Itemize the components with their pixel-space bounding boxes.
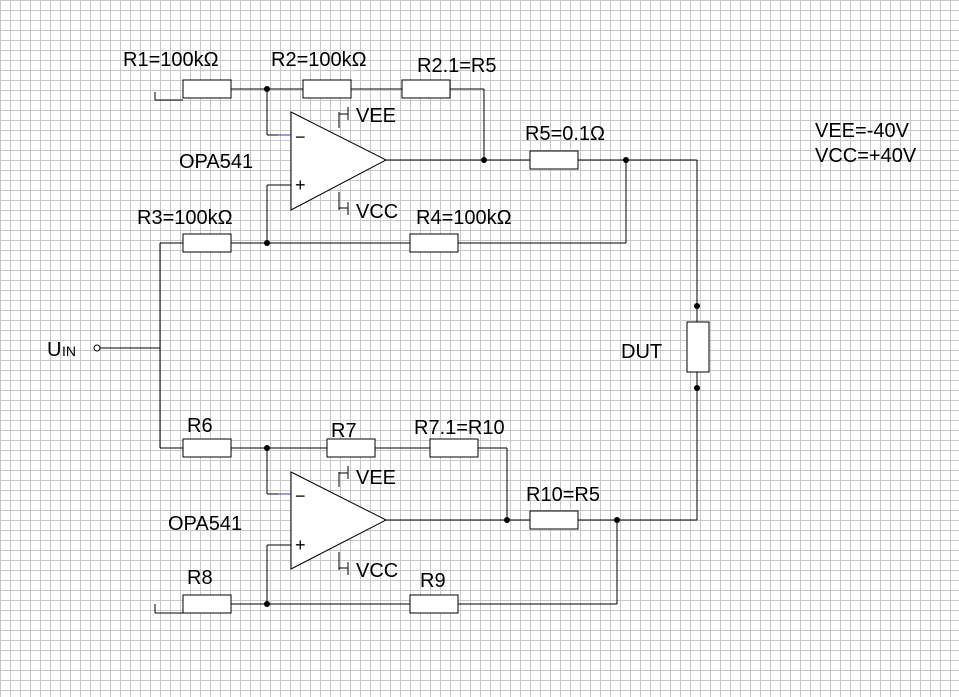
ground-symbol-top — [154, 92, 183, 101]
label-vcc-top: VCC — [356, 201, 398, 223]
resistor-r5 — [529, 150, 579, 170]
resistor-r1 — [182, 79, 232, 99]
resistor-r3 — [182, 233, 232, 253]
junction-dot — [264, 240, 270, 246]
label-r7: R7 — [331, 420, 357, 442]
ground-symbol-bottom — [154, 604, 183, 614]
label-input-main: U — [47, 339, 61, 361]
input-terminal — [93, 344, 101, 352]
junction-dot — [504, 517, 510, 523]
plus-sign-top: + — [295, 175, 306, 195]
label-r3: R3=100kΩ — [137, 207, 233, 229]
label-r5: R5=0.1Ω — [525, 123, 605, 145]
label-r8: R8 — [187, 567, 213, 589]
label-vcc-bottom: VCC — [356, 560, 398, 582]
label-r2: R2=100kΩ — [271, 49, 367, 71]
resistor-r7-1 — [429, 438, 479, 458]
label-vee-supply: VEE=-40V — [815, 120, 910, 142]
label-opamp-bottom: OPA541 — [168, 513, 242, 535]
junction-dot — [264, 86, 270, 92]
label-r9: R9 — [420, 570, 446, 592]
resistor-r2-1 — [401, 79, 451, 99]
resistor-r10 — [529, 510, 579, 530]
junction-dot — [264, 601, 270, 607]
resistor-r8 — [182, 594, 232, 614]
label-opamp-top: OPA541 — [179, 151, 253, 173]
label-vee-top: VEE — [356, 105, 396, 127]
junction-dot — [694, 385, 700, 391]
label-r6: R6 — [187, 415, 213, 437]
label-r2-1: R2.1=R5 — [417, 55, 497, 77]
label-input-sub: IN — [62, 343, 76, 359]
opamp-top — [290, 111, 388, 211]
label-vee-bottom: VEE — [356, 467, 396, 489]
plus-sign-bottom: + — [295, 535, 306, 555]
resistor-r4 — [409, 233, 459, 253]
junction-dot — [694, 303, 700, 309]
label-dut: DUT — [621, 341, 662, 363]
label-vcc-supply: VCC=+40V — [815, 145, 917, 167]
junction-dot — [481, 157, 487, 163]
dut-component — [686, 321, 710, 373]
label-r7-1: R7.1=R10 — [414, 417, 505, 439]
minus-sign-top: − — [295, 127, 306, 147]
resistor-r6 — [182, 438, 232, 458]
minus-sign-bottom: − — [295, 486, 306, 506]
resistor-r9 — [409, 594, 459, 614]
label-r10: R10=R5 — [526, 484, 600, 506]
label-r4: R4=100kΩ — [416, 207, 512, 229]
opamp-bottom — [290, 471, 388, 570]
label-r1: R1=100kΩ — [123, 49, 219, 71]
resistor-r2 — [302, 79, 352, 99]
